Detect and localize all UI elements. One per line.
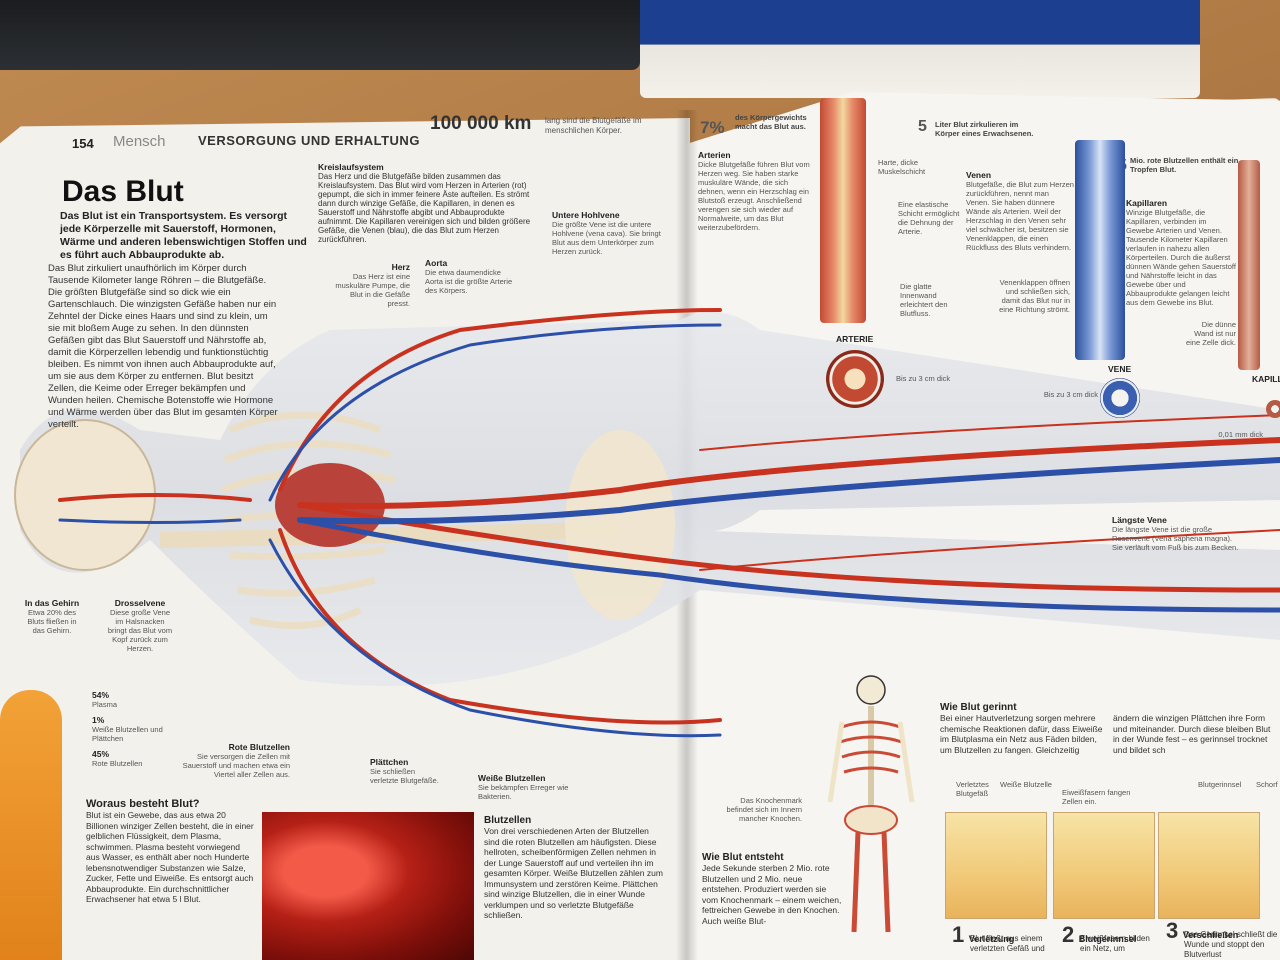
- stage-2-caption: 2 Blutgerinnsel Eiweißfasern bilden ein …: [1062, 922, 1150, 953]
- aorta-label: Aorta Die etwa daumendicke Aorta ist die…: [425, 258, 515, 295]
- aorta-heading: Aorta: [425, 258, 448, 268]
- body-text: Das Blut zirkuliert unaufhörlich im Körp…: [48, 263, 278, 430]
- hohlvene-text: Die größte Vene ist die untere Hohlvene …: [552, 220, 661, 256]
- composition-item: 54% Plasma: [92, 690, 118, 709]
- kapillare-label: KAPILL: [1252, 374, 1280, 384]
- dark-folder: [0, 0, 640, 70]
- herz-heading: Herz: [391, 262, 410, 272]
- red-blood-cells-photo: [262, 812, 474, 960]
- section-label: Mensch: [113, 133, 166, 150]
- stat-weight-value: 7%: [700, 118, 725, 137]
- glatte-innenwand-label: Die glatte Innenwand erleichtert den Blu…: [900, 282, 948, 318]
- stat-length-value: 100 000 km: [430, 113, 532, 134]
- vein-cross-section-image: [1075, 140, 1125, 360]
- rote-blutzellen-label: Rote Blutzellen Sie versorgen die Zellen…: [182, 742, 290, 779]
- blutzellen-heading: Blutzellen: [484, 815, 532, 826]
- arterie-label: ARTERIE: [836, 334, 874, 344]
- blood-parts-text: Blut ist ein Gewebe, das aus etwa 20 Bil…: [86, 810, 254, 904]
- artery-ring-icon: [826, 350, 884, 408]
- drossel-label: Drosselvene Diese große Vene im Halsnack…: [105, 598, 175, 653]
- kap-size-label: 0,01 mm dick: [1218, 430, 1263, 439]
- blutzellen-block: Blutzellen Von drei verschiedenen Arten …: [484, 815, 664, 921]
- weisse-blutzellen-label: Weiße Blutzellen Sie bekämpfen Erreger w…: [478, 773, 569, 801]
- weisse-blutzelle-label: Weiße Blutzelle: [1000, 780, 1052, 789]
- arterien-block: Arterien Dicke Blutgefäße führen Blut vo…: [698, 150, 810, 232]
- stat-weight-text: des Körpergewichts macht das Blut aus.: [735, 113, 807, 131]
- pelvis: [565, 430, 675, 620]
- composition-item: 45% Rote Blutzellen: [92, 749, 143, 768]
- capillary-ring-icon: [1266, 400, 1280, 418]
- herz-text: Das Herz ist eine muskuläre Pumpe, die B…: [335, 272, 410, 308]
- gehirn-text: Etwa 20% des Bluts fließen in das Gehirn…: [27, 608, 77, 635]
- gerinnt-block: Wie Blut gerinnt Bei einer Hautverletzun…: [940, 702, 1271, 755]
- stat-liters-text: Liter Blut zirkulieren im Körper eines E…: [935, 120, 1034, 138]
- clotting-stage-1-image: [945, 812, 1047, 919]
- kapillaren-block: Kapillaren Winzige Blutgefäße, die Kapil…: [1126, 198, 1236, 307]
- blutgerinnsel-label: Blutgerinnsel: [1198, 780, 1242, 789]
- elastische-schicht-label: Eine elastische Schicht ermöglicht die D…: [898, 200, 960, 236]
- clotting-stage-3-image: [1158, 812, 1260, 919]
- blood-parts-block: Woraus besteht Blut? Blut ist ein Gewebe…: [86, 798, 256, 905]
- circulatory-system-illustration: [14, 308, 1280, 738]
- plaettchen-label: Plättchen Sie schließen verletzte Blutge…: [370, 757, 439, 785]
- duenne-wand-label: Die dünne Wand ist nur eine Zelle dick.: [1185, 320, 1236, 347]
- veins: [58, 323, 1280, 738]
- stat-length-text: lang sind die Blutgefäße im menschlichen…: [545, 116, 642, 135]
- blutzellen-text: Von drei verschiedenen Arten der Blutzel…: [484, 826, 663, 920]
- capillary-image: [1238, 160, 1260, 370]
- page-title: Das Blut: [62, 175, 184, 208]
- eiweissfasern-label: Eiweißfasern fangen Zellen ein.: [1062, 788, 1131, 806]
- venen-block: Venen Blutgefäße, die Blut zum Herzen zu…: [966, 170, 1074, 252]
- clotting-stage-2-image: [1053, 812, 1155, 919]
- venenklappen-label: Venenklappen öffnen und schließen sich, …: [999, 278, 1070, 314]
- arteries: [58, 308, 1280, 725]
- kreislauf-text: Das Herz und die Blutgefäße bilden zusam…: [318, 172, 531, 244]
- kreislauf-heading: Kreislaufsystem: [318, 162, 384, 172]
- vein-ring-icon: [1100, 378, 1140, 418]
- drossel-heading: Drosselvene: [114, 598, 166, 608]
- page-number: 154: [72, 136, 94, 151]
- plasma-torso-graphic: [0, 690, 62, 960]
- herz-label: Herz Das Herz ist eine muskuläre Pumpe, …: [330, 262, 410, 308]
- vene-label: VENE: [1108, 364, 1132, 374]
- hohlvene-label: Untere Hohlvene Die größte Vene ist die …: [552, 210, 672, 256]
- laengste-heading: Längste Vene: [1112, 515, 1167, 525]
- section-subtitle: VERSORGUNG UND ERHALTUNG: [198, 133, 420, 148]
- intro-text: Das Blut ist ein Transportsystem. Es ver…: [60, 210, 307, 261]
- entsteht-block: Wie Blut entsteht Jede Sekunde sterben 2…: [702, 852, 842, 926]
- stage-3-caption: 3 Verschließen Das Gerinnsel schließt di…: [1166, 918, 1278, 959]
- hohlvene-heading: Untere Hohlvene: [552, 210, 620, 220]
- verletztes-gefaess-label: Verletztes Blutgefäß: [956, 780, 989, 798]
- gehirn-heading: In das Gehirn: [24, 598, 80, 608]
- aorta-text: Die etwa daumendicke Aorta ist die größt…: [425, 268, 513, 295]
- drossel-text: Diese große Vene im Halsnacken bringt da…: [107, 608, 173, 653]
- schorf-label: Schorf: [1256, 780, 1278, 789]
- laengste-text: Die längste Vene ist die große Rosenvene…: [1112, 525, 1239, 552]
- gehirn-label: In das Gehirn Etwa 20% des Bluts fließen…: [22, 598, 82, 635]
- blood-parts-heading: Woraus besteht Blut?: [86, 798, 200, 810]
- composition-item: 1% Weiße Blutzellen und Plättchen: [92, 715, 163, 743]
- artery-cross-section-image: [820, 98, 866, 323]
- laengste-vene-label: Längste Vene Die längste Vene ist die gr…: [1112, 515, 1242, 552]
- stat-cells-text: Mio. rote Blutzellen enthält ein Tropfen…: [1130, 156, 1239, 174]
- arterie-size-label: Bis zu 3 cm dick: [896, 374, 951, 383]
- composition-list: 54% Plasma 1% Weiße Blutzellen und Plätt…: [92, 690, 172, 768]
- knochenmark-label: Das Knochenmark befindet sich im Innern …: [726, 796, 802, 823]
- skeleton-illustration: [827, 675, 915, 933]
- vene-size-label: Bis zu 3 cm dick: [1043, 390, 1098, 399]
- stage-1-caption: 1 Verletzung Blut fließt aus einem verle…: [952, 922, 1045, 953]
- kreislauf-block: Kreislaufsystem Das Herz und die Blutgef…: [318, 162, 538, 244]
- stat-liters-value: 5: [918, 118, 927, 135]
- dictionary-book: [640, 0, 1200, 98]
- harte-muskelschicht-label: Harte, dicke Muskelschicht: [878, 158, 926, 176]
